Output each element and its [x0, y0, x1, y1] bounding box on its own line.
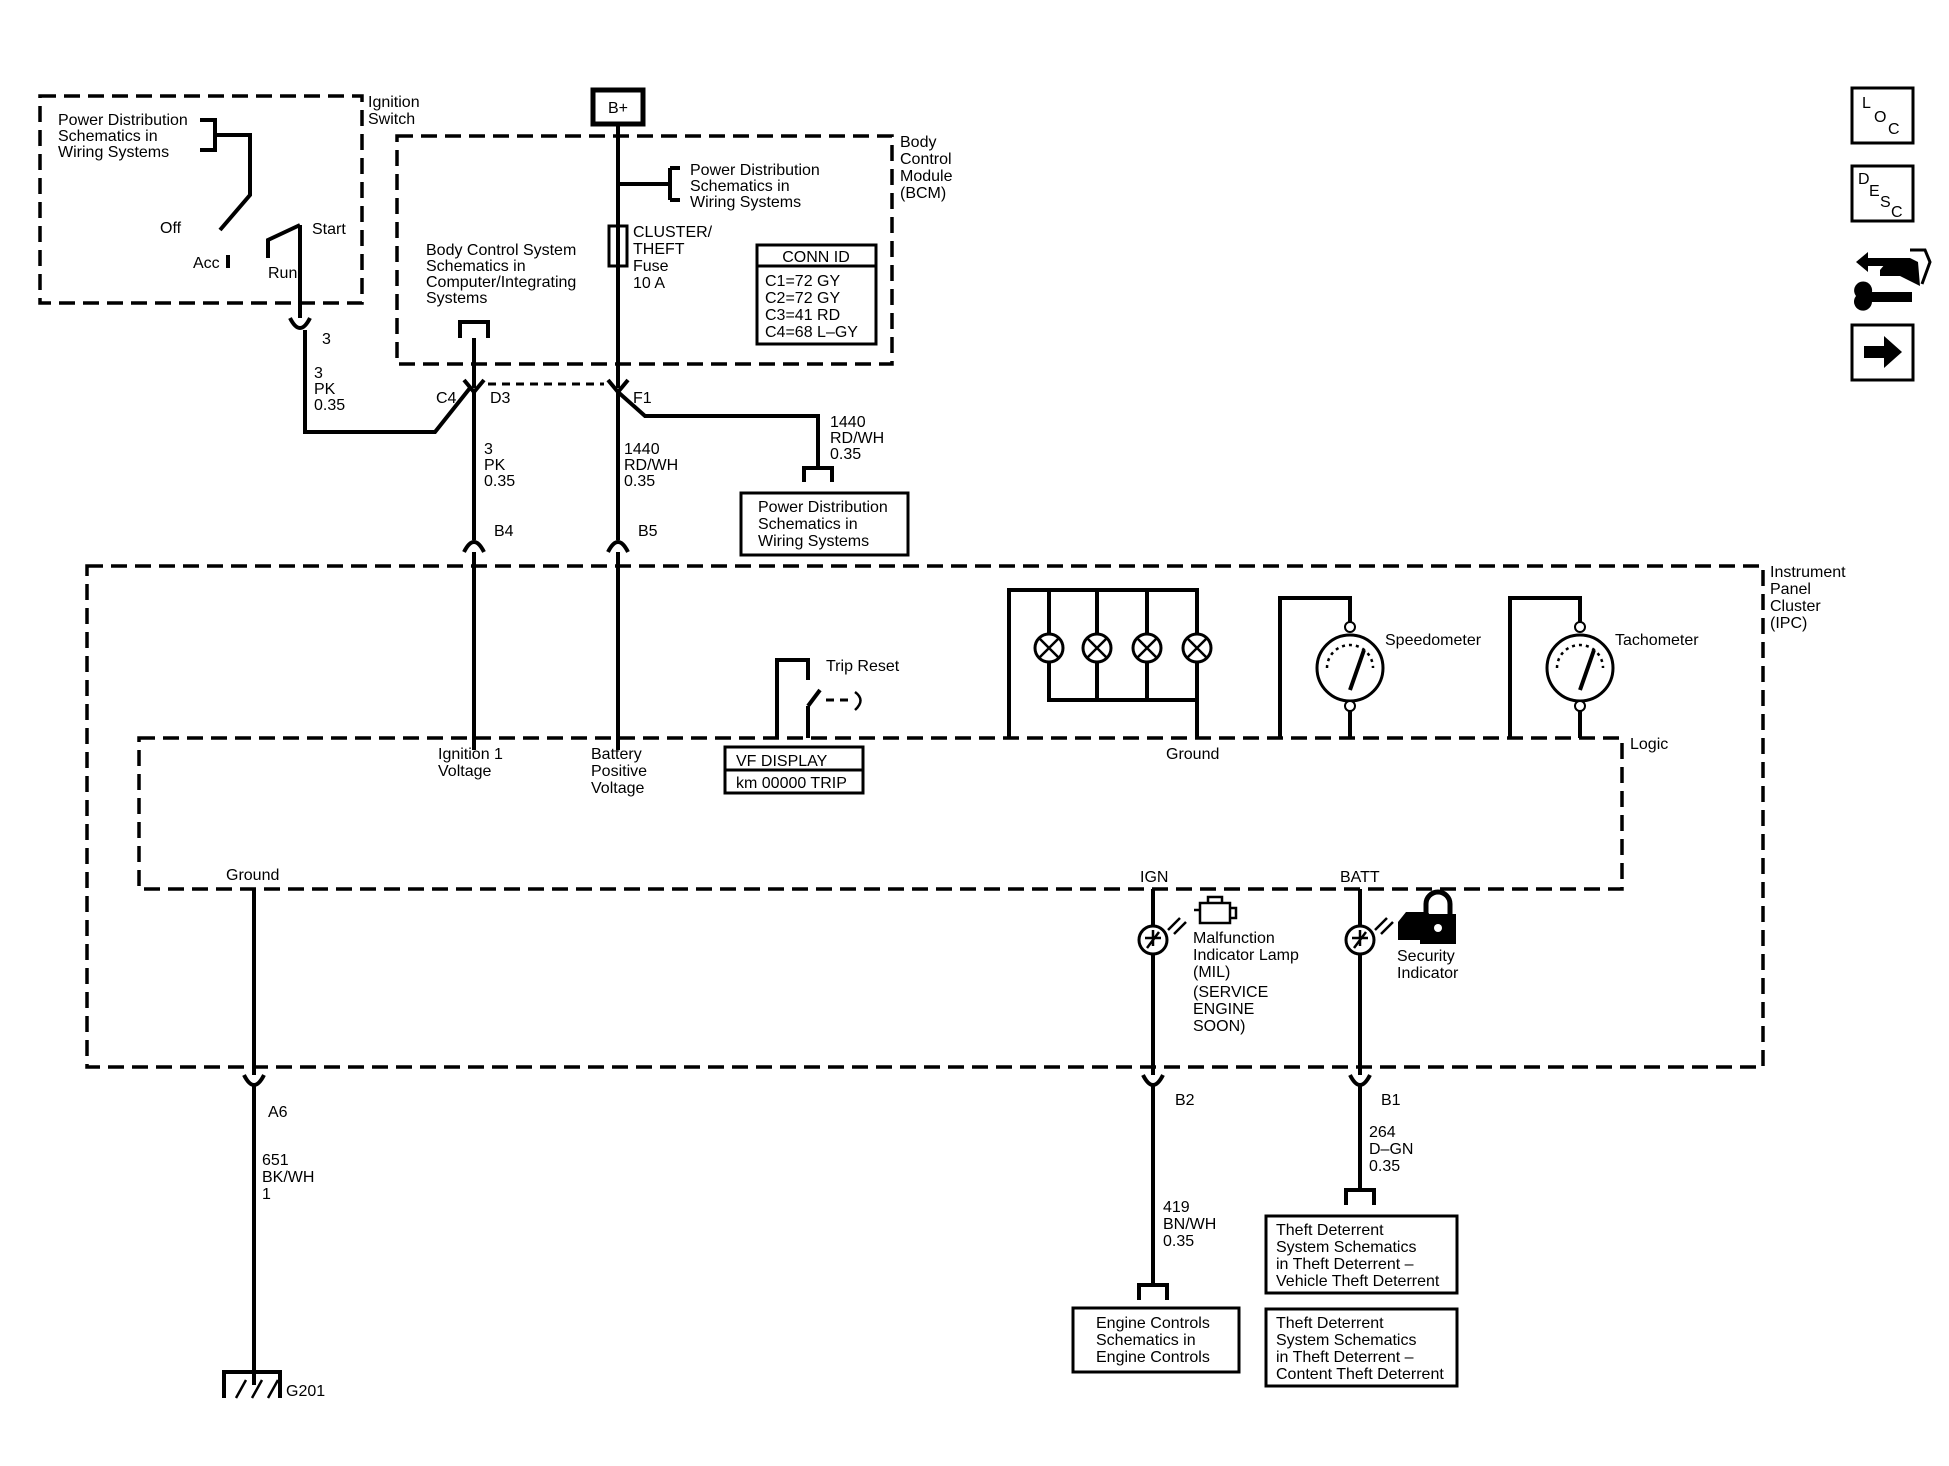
fuse-label: CLUSTER/ THEFT Fuse 10 A [633, 224, 717, 292]
bcm-pin-f1: F1 [633, 390, 652, 407]
switch-start-label: Start [312, 221, 346, 238]
instrument-panel-cluster: Instrument Panel Cluster (IPC) Logic Ign… [85, 564, 1850, 1075]
wire-label-batt-branch: 1440 RD/WH 0.35 [830, 414, 889, 463]
mil-label: Malfunction Indicator Lamp (MIL) (SERVIC… [1193, 930, 1303, 1035]
battery-positive: B+ [590, 87, 646, 127]
bcm-pin-c4: C4 [436, 390, 457, 407]
ignition-power-ref: Power Distribution Schematics in Wiring … [58, 112, 192, 161]
ignition-pin-3: 3 [322, 331, 331, 348]
ipc-pin-a6: A6 [268, 1104, 288, 1121]
trip-reset-switch: Trip Reset [775, 658, 900, 738]
bplus-label: B+ [608, 100, 628, 117]
wire-label-ground: 651 BK/WH 1 [262, 1152, 319, 1203]
theft-content-ref-box [1264, 1307, 1459, 1388]
speedometer-label: Speedometer [1385, 632, 1482, 649]
logic-label: Logic [1630, 736, 1668, 753]
ignition-wire: 3 PK 0.35 B4 [462, 392, 515, 750]
tachometer-label: Tachometer [1615, 632, 1699, 649]
wire-label-batt-ipc: 1440 RD/WH 0.35 [624, 441, 683, 490]
power-distribution-ref-box [739, 491, 910, 557]
connector-wrench-button[interactable] [1854, 248, 1932, 311]
ign-label: IGN [1140, 869, 1168, 886]
car-lock-icon [1398, 889, 1456, 944]
power-distribution-ref: Power Distribution Schematics in Wiring … [758, 499, 892, 550]
bcm-body-control-ref: Body Control System Schematics in Comput… [426, 242, 581, 307]
logic-box [137, 736, 1624, 891]
bcm-label: Body Control Module (BCM) [900, 134, 957, 202]
conn-id-lines: C1=72 GY C2=72 GY C3=41 RD C4=68 L–GY [765, 273, 858, 341]
right-arrow-icon [1864, 336, 1902, 368]
bulb-icon [1131, 632, 1163, 664]
ground-circuit: A6 651 BK/WH 1 G201 [222, 1074, 325, 1400]
ipc-label: Instrument Panel Cluster (IPC) [1770, 564, 1850, 632]
connector-wrench-icon [1854, 248, 1932, 311]
battery-voltage-label: Battery Positive Voltage [591, 746, 651, 797]
theft-content-ref: Theft Deterrent System Schematics in The… [1276, 1315, 1444, 1383]
switch-acc-label: Acc [193, 255, 220, 272]
illumination-bulbs: Ground [1007, 588, 1219, 763]
security-label: Security Indicator [1397, 948, 1459, 982]
ignition-switch-label: Ignition Switch [368, 94, 424, 128]
ground-top-label: Ground [1166, 746, 1219, 763]
next-button[interactable] [1850, 323, 1915, 382]
theft-vehicle-ref: Theft Deterrent System Schematics in The… [1276, 1222, 1440, 1290]
wire-label-mil: 419 BN/WH 0.35 [1163, 1199, 1221, 1250]
wire-label-ign-switch: 3 PK 0.35 [314, 365, 345, 414]
desc-icon: D E S C [1858, 171, 1903, 221]
ipc-pin-b4: B4 [494, 523, 514, 540]
battery-wire: 1440 RD/WH 0.35 B5 1440 RD/WH 0.35 Power… [606, 390, 910, 750]
speedometer-gauge: Speedometer [1278, 596, 1482, 738]
switch-off-label: Off [160, 220, 182, 237]
ipc-pin-b5: B5 [638, 523, 658, 540]
engine-icon [1194, 895, 1238, 925]
ipc-pin-b1: B1 [1381, 1092, 1401, 1109]
vf-display: VF DISPLAY km 00000 TRIP [723, 745, 865, 795]
ipc-pin-b2: B2 [1175, 1092, 1195, 1109]
vf-display-value: km 00000 TRIP [736, 775, 847, 792]
ground-left-label: Ground [226, 867, 279, 884]
trip-reset-label: Trip Reset [826, 658, 900, 675]
tachometer-gauge: Tachometer [1508, 596, 1699, 738]
ground-id: G201 [286, 1383, 325, 1400]
ignition-voltage-label: Ignition 1 Voltage [438, 746, 507, 780]
engine-controls-ref: Engine Controls Schematics in Engine Con… [1096, 1315, 1214, 1366]
malfunction-indicator-lamp: IGN Malfunction Indicator Lamp (MIL) (SE… [1137, 869, 1303, 1075]
batt-label: BATT [1340, 869, 1380, 886]
wire-label-security: 264 D–GN 0.35 [1369, 1124, 1418, 1175]
body-control-module: Body Control Module (BCM) Power Distribu… [395, 124, 957, 407]
bcm-pin-d3: D3 [490, 390, 511, 407]
ground-icon [222, 1370, 282, 1399]
mil-circuit: B2 419 BN/WH 0.35 Engine Controls Schema… [1071, 1074, 1241, 1374]
bulb-icon [1081, 632, 1113, 664]
bulb-icon [1033, 632, 1065, 664]
security-indicator: BATT Security Indicator [1340, 869, 1459, 1075]
security-circuit: B1 264 D–GN 0.35 Theft Deterrent System … [1264, 1074, 1459, 1388]
theft-vehicle-ref-box [1264, 1214, 1459, 1295]
ignition-switch: Ignition Switch Power Distribution Schem… [38, 94, 472, 434]
vf-display-title: VF DISPLAY [736, 753, 828, 770]
bulb-icon [1181, 632, 1213, 664]
loc-button[interactable]: L O C [1850, 86, 1915, 145]
conn-id-table: CONN ID C1=72 GY C2=72 GY C3=41 RD C4=68… [755, 243, 878, 346]
loc-icon: L O C [1862, 95, 1900, 138]
desc-button[interactable]: D E S C [1850, 164, 1915, 223]
wire-label-ign-ipc: 3 PK 0.35 [484, 441, 515, 490]
bcm-power-ref: Power Distribution Schematics in Wiring … [690, 162, 824, 211]
switch-run-label: Run [268, 265, 297, 282]
conn-id-title: CONN ID [782, 249, 850, 266]
engine-controls-ref-box [1071, 1306, 1241, 1374]
